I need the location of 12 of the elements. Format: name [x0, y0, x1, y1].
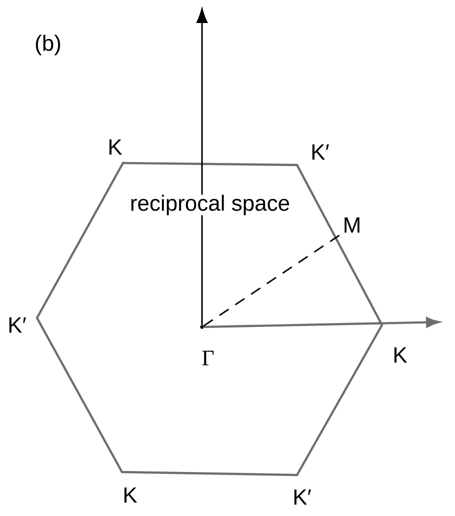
vertex-label: K′ — [312, 144, 329, 160]
point-label: Γ — [202, 350, 214, 366]
vertex-label: K′ — [9, 317, 26, 333]
panel-label: (b) — [36, 34, 60, 56]
arrow — [196, 8, 208, 325]
vertex-label: K — [124, 487, 138, 503]
vertex-label: K′ — [294, 489, 311, 505]
region-label: reciprocal space — [130, 194, 290, 216]
point-label: M — [344, 217, 360, 233]
vertex-label: K — [109, 139, 122, 155]
dashed-line — [203, 233, 342, 326]
vertex-label: K — [394, 347, 408, 363]
